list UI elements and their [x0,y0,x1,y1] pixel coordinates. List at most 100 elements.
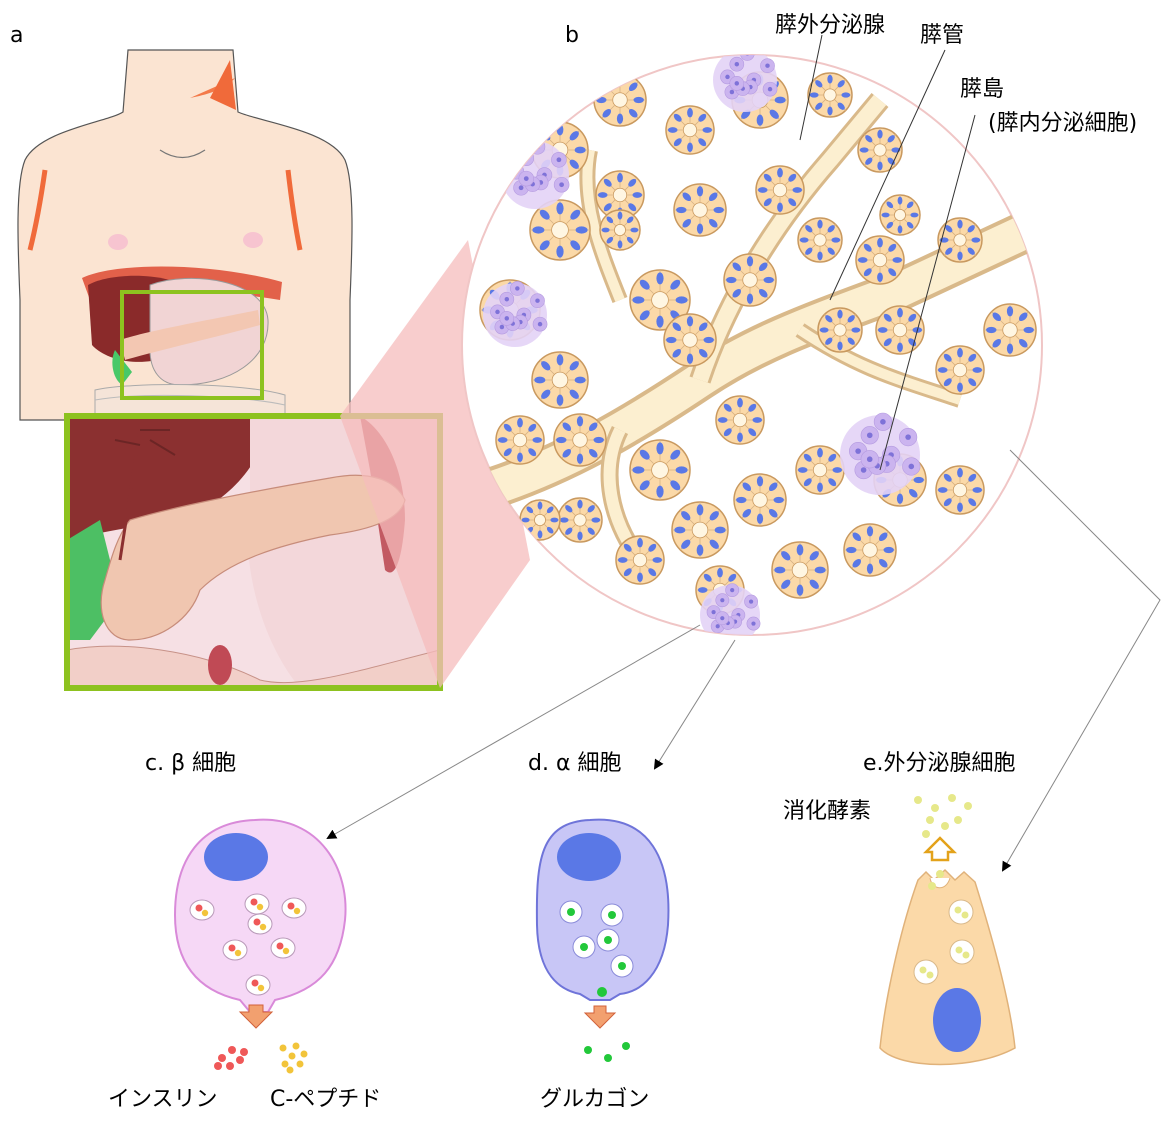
glucagon-granule [584,1046,592,1054]
acinus [858,128,902,172]
glucagon-dots [584,1042,630,1062]
acinus [938,218,982,262]
alpha-granule [611,955,633,977]
zymogen-granule [950,940,974,964]
c-peptide-dots [280,1043,308,1074]
insulin-granule [218,1054,226,1062]
enzyme-granule [948,794,956,802]
panel-c-label: c. β 細胞 [145,751,236,776]
acinus [520,500,560,540]
label-insulin: インスリン [108,1087,218,1112]
acinus [772,542,828,598]
alpha-granule [573,936,595,958]
acinus [984,304,1036,356]
enzyme-secretion-arrow [926,838,954,860]
beta-granule [246,975,270,995]
label-islet-sub: (膵内分泌細胞) [988,111,1137,136]
zymogen-granule [914,960,938,984]
alpha-granule [560,901,582,923]
label-glucagon: グルカゴン [540,1087,649,1112]
alpha-cell [537,820,669,1062]
c-peptide-granule [297,1061,304,1068]
acinus [856,236,904,284]
insulin-granule [214,1062,222,1070]
panel-e-label: e.外分泌腺細胞 [863,751,1016,776]
label-digestive-enzyme: 消化酵素 [783,799,871,824]
c-peptide-granule [280,1045,287,1052]
alpha-granule [597,929,619,951]
acinus [734,474,786,526]
acinus [936,346,984,394]
enzyme-granule [941,822,949,830]
insulin-granule [228,1046,236,1054]
alpha-nucleus [557,833,621,881]
enzyme-granule [928,882,936,890]
acinus [936,466,984,514]
acinus [796,446,844,494]
panel-b-label: b [565,23,579,48]
acinus [594,74,646,126]
acinus [496,416,544,464]
label-pancreatic-duct: 膵管 [920,23,964,48]
c-peptide-granule [289,1053,296,1060]
acinus [600,210,640,250]
label-exocrine-gland: 膵外分泌腺 [775,13,885,38]
label-islet: 膵島 [960,77,1004,102]
beta-granule [245,894,269,914]
c-peptide-granule [287,1067,294,1074]
acinus [716,396,764,444]
acinus [666,106,714,154]
tissue-section-circle [462,46,1050,645]
acinus [630,440,690,500]
acinus [844,524,896,576]
panel-d-label: d. α 細胞 [528,751,621,776]
label-c-peptide: C-ペプチド [270,1087,381,1112]
beta-nucleus [204,833,268,881]
arrow-to-alpha [655,640,735,768]
enzyme-granule [964,802,972,810]
enzyme-granule [936,870,944,878]
enzyme-granule [954,816,962,824]
acinus [672,502,728,558]
acinus [818,308,862,352]
enzyme-granule [922,830,930,838]
acinus [554,414,606,466]
acinus [664,314,716,366]
acinus [530,200,590,260]
acinus [616,536,664,584]
beta-granule [223,940,247,960]
beta-cell [175,820,346,1074]
insulin-granule [236,1056,244,1064]
acinar-cell [880,794,1015,1065]
beta-granule [190,900,214,920]
enzyme-granule [914,796,922,804]
acinus [724,254,776,306]
glucagon-granule [622,1042,630,1050]
c-peptide-granule [301,1051,308,1058]
panel-a-label: a [10,23,23,48]
beta-granule [248,914,272,934]
insulin-dots [214,1046,248,1070]
insulin-granule [240,1048,248,1056]
acinus [756,166,804,214]
acinus [532,352,588,408]
glucagon-granule [604,1054,612,1062]
enzyme-granule [926,816,934,824]
acinus [808,73,852,117]
insulin-granule [226,1062,234,1070]
beta-granule [271,938,295,958]
enzyme-granule [931,804,939,812]
alpha-granule [601,904,623,926]
acinus [674,184,726,236]
beta-granule [282,898,306,918]
arrow-to-acinar [1003,450,1160,870]
c-peptide-granule [282,1061,289,1068]
acinus [876,306,924,354]
zymogen-granule [949,900,973,924]
torso-illustration [18,50,352,420]
acinus [880,195,920,235]
alpha-secretion-arrow [585,1006,615,1028]
c-peptide-granule [293,1043,300,1050]
